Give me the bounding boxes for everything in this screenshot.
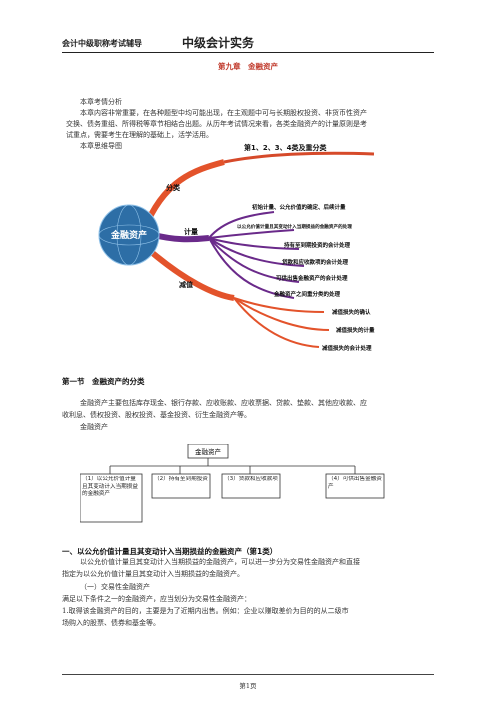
subsection-line-2: 指定为以公允价值计量且其变动计入当期损益的金融资产。: [62, 570, 244, 578]
branch-measurement-line: [153, 232, 210, 243]
analysis-heading: 本章考情分析: [80, 98, 122, 106]
header-rule: [62, 52, 434, 53]
impairment-leaf: 减值损失的计量: [336, 326, 375, 334]
diagram-root-label: 金融资产: [195, 447, 222, 456]
subsection-line-1: 以公允价值计量且其变动计入当期损益的金融资产，可以进一步分为交易性金融资产和直接: [80, 558, 360, 566]
section-1-line-3: 金融资产: [80, 423, 108, 431]
section-1-title: 第一节 金融资产的分类: [62, 377, 145, 386]
subsection-line-6: 场购入的股票、债券和基金等。: [62, 619, 160, 627]
section-1-line-2: 收利息、债权投资、股权投资、基金投资、衍生金融资产等。: [62, 411, 251, 419]
header-left-text: 会计中级职称考试辅导: [62, 39, 142, 48]
branch-impairment-line: [147, 247, 235, 301]
subsection-title: 一、以公允价值计量且其变动计入当期损益的金融资产（第1类）: [62, 547, 278, 556]
measurement-leaf: 以公允价值计量且其变动计入当期损益的金融资产的处理: [237, 223, 352, 230]
mind-map: 金融资产 分类 第1、2、3、4类及重分类 计量 初始计量、公允价值的确定、后续…: [98, 143, 375, 352]
page-number: 第1页: [239, 682, 257, 690]
center-node-label: 金融资产: [110, 229, 147, 241]
measurement-leaf: 持有至到期投资的会计处理: [284, 241, 351, 249]
diagram-box-2: [151, 473, 211, 499]
analysis-line-1: 本章内容非常重要，在各种题型中均可能出现，在主观题中可与长期股权投资、非货币性资…: [80, 109, 367, 117]
diagram-box-3-label: （3）贷款和应收款项: [224, 476, 278, 482]
diagram-box-2-label: （2）持有至到期投资: [154, 476, 208, 482]
center-node: [99, 205, 159, 265]
diagram-box-3: [221, 473, 281, 499]
footer-rule: [62, 674, 434, 675]
analysis-line-2: 交换、债务重组、所得税等章节相结合出题。从历年考试情况来看，各类金融资产的计量原…: [66, 120, 367, 128]
measurement-leaf: 贷款和应收款项的会计处理: [282, 258, 349, 266]
branch-classification-label: 分类: [166, 183, 181, 192]
subsection-line-4: 满足以下条件之一的金融资产，应当划分为交易性金融资产：: [62, 595, 251, 603]
measurement-leaf: 金融资产之间重分类的处理: [273, 290, 341, 298]
subsection-line-5: 1.取得该金融资产的目的，主要是为了近期内出售。例如：企业以赚取差价为目的的从二…: [62, 607, 349, 615]
page-header: 会计中级职称考试辅导 中级会计实务: [62, 34, 434, 50]
subsection-line-3: （一）交易性金融资产: [80, 583, 150, 591]
section-1-line-1: 金融资产主要包括库存现金、银行存款、应收账款、应收票据、贷款、垫款、其他应收款、…: [80, 399, 367, 407]
analysis-line-3: 试重点，需要考生在理解的基础上，活学活用。: [66, 131, 213, 139]
impairment-leaf: 减值损失的会计处理: [322, 344, 372, 352]
branch-measurement-label: 计量: [184, 227, 198, 236]
diagram-box-4: [325, 473, 385, 499]
branch-impairment-label: 减值: [179, 280, 193, 289]
impairment-leaf: 减值损失的确认: [332, 308, 371, 316]
chapter-title: 第九章 金融资产: [218, 62, 278, 71]
measurement-leaf: 初始计量、公允价值的确定、后续计量: [252, 203, 346, 211]
measurement-leaf: 可供出售金融资产的会计处理: [276, 274, 348, 282]
mindmap-heading: 本章思维导图: [80, 142, 122, 150]
classification-diagram: 金融资产 （1）以公允价值计量且其变动计入当期损益的金融资产 （2）持有至到期投…: [80, 444, 385, 523]
diagram-box-4-label: （4）可供出售金融资产: [328, 476, 382, 490]
branch-classification-line: [141, 159, 225, 232]
header-title: 中级会计实务: [182, 36, 255, 50]
branch-classification-leaf-line: [223, 151, 375, 164]
diagram-box-1-label: （1）以公允价值计量且其变动计入当期损益的金融资产: [82, 476, 138, 497]
diagram-box-1: [80, 473, 143, 523]
classification-leaf: 第1、2、3、4类及重分类: [244, 143, 327, 152]
